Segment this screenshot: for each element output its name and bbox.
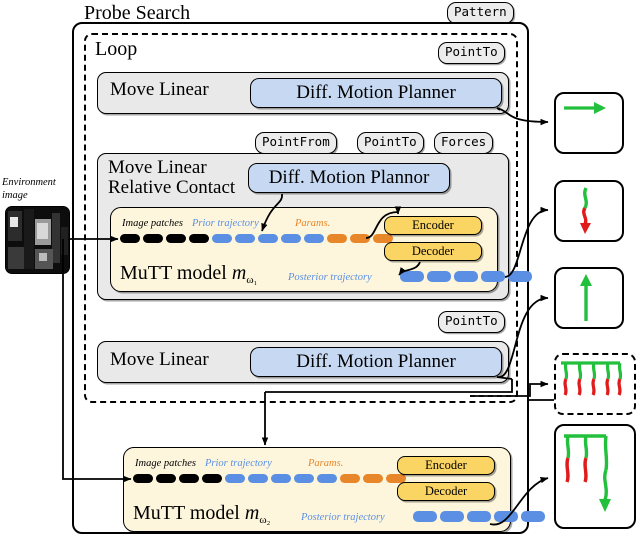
- mutt2-image-patches-label: Image patches: [135, 458, 196, 469]
- mutt2-params-label: Params.: [308, 458, 344, 469]
- mutt2-prior-trajectory-label: Prior trajectory: [205, 458, 272, 469]
- planner-2[interactable]: Diff. Motion Plannor: [248, 163, 450, 193]
- mutt2-posterior-label: Posterior trajectory: [301, 512, 385, 523]
- mutt1-output-tokens: [400, 271, 532, 282]
- token-prior-traj: [212, 234, 232, 243]
- environment-caption-line2: image: [2, 190, 28, 201]
- token-posterior: [454, 271, 478, 282]
- tag-forces: Forces: [434, 132, 494, 154]
- token-prior-traj: [271, 474, 291, 483]
- token-image-patch: [120, 234, 140, 243]
- panel-right-arrow[interactable]: [554, 92, 624, 154]
- token-prior-traj: [235, 234, 255, 243]
- environment-image: [5, 206, 70, 274]
- decoder-1-label: Decoder: [411, 244, 455, 258]
- token-posterior: [440, 511, 464, 522]
- loop-label: Loop: [95, 38, 138, 60]
- mutt-1-title: MuTT model mω₁: [120, 262, 258, 286]
- tag-pointto-3: PointTo: [438, 311, 505, 333]
- token-param: [327, 234, 347, 243]
- token-posterior: [413, 511, 437, 522]
- decoder-2-label: Decoder: [424, 484, 468, 498]
- token-posterior: [521, 511, 545, 522]
- mutt1-input-tokens: [120, 234, 393, 243]
- loop-frame: [84, 33, 518, 403]
- planner-1[interactable]: Diff. Motion Planner: [250, 78, 502, 108]
- token-param: [373, 234, 393, 243]
- planner-3[interactable]: Diff. Motion Planner: [250, 347, 502, 377]
- decoder-1[interactable]: Decoder: [384, 242, 482, 261]
- token-prior-traj: [317, 474, 337, 483]
- panel-final-trajectory[interactable]: [554, 424, 636, 529]
- token-image-patch: [179, 474, 199, 483]
- planner-1-label: Diff. Motion Planner: [296, 82, 456, 104]
- encoder-1[interactable]: Encoder: [384, 216, 482, 235]
- tag-pointto-2: PointTo: [357, 132, 424, 154]
- token-prior-traj: [248, 474, 268, 483]
- token-image-patch: [166, 234, 186, 243]
- panel-up-arrow[interactable]: [554, 267, 624, 329]
- skill-3-label: Move Linear: [110, 349, 209, 370]
- token-image-patch: [202, 474, 222, 483]
- mutt-1-sub-base: m: [231, 262, 247, 284]
- encoder-1-label: Encoder: [412, 218, 454, 232]
- token-prior-traj: [258, 234, 278, 243]
- page-title: Probe Search: [84, 2, 191, 24]
- token-param: [340, 474, 360, 483]
- skill-2-label-line1: Move Linear: [108, 157, 207, 178]
- token-param: [386, 474, 406, 483]
- token-prior-traj: [304, 234, 324, 243]
- token-prior-traj: [225, 474, 245, 483]
- mutt-2-sub-base: m: [244, 502, 260, 524]
- planner-2-label: Diff. Motion Plannor: [268, 167, 430, 189]
- token-param: [363, 474, 383, 483]
- panel-multi-probe[interactable]: [554, 353, 636, 415]
- encoder-2[interactable]: Encoder: [397, 456, 495, 475]
- mutt2-input-tokens: [133, 474, 406, 483]
- skill-2-label-line2: Relative Contact: [108, 177, 236, 198]
- mutt1-posterior-label: Posterior trajectory: [288, 272, 372, 283]
- mutt2-output-tokens: [413, 511, 545, 522]
- token-posterior: [427, 271, 451, 282]
- mutt-2-subscript: ω₂: [259, 514, 271, 526]
- environment-caption-line1: Environment: [2, 177, 56, 188]
- token-posterior: [400, 271, 424, 282]
- token-prior-traj: [281, 234, 301, 243]
- mutt1-image-patches-label: Image patches: [122, 218, 183, 229]
- token-param: [350, 234, 370, 243]
- encoder-2-label: Encoder: [425, 458, 467, 472]
- token-prior-traj: [294, 474, 314, 483]
- decoder-2[interactable]: Decoder: [397, 482, 495, 501]
- mutt1-prior-trajectory-label: Prior trajectory: [192, 218, 259, 229]
- tag-pointfrom-1: PointFrom: [255, 132, 337, 154]
- mutt-1-subscript: ω₁: [246, 274, 258, 286]
- token-posterior: [467, 511, 491, 522]
- token-posterior: [508, 271, 532, 282]
- skill-1-label: Move Linear: [110, 79, 209, 100]
- panel-down-wiggle[interactable]: [554, 180, 624, 242]
- mutt-2-title: MuTT model mω₂: [133, 502, 271, 526]
- token-posterior: [494, 511, 518, 522]
- token-image-patch: [133, 474, 153, 483]
- token-image-patch: [189, 234, 209, 243]
- token-posterior: [481, 271, 505, 282]
- tag-loop-pointto: PointTo: [438, 42, 505, 64]
- planner-3-label: Diff. Motion Planner: [296, 351, 456, 373]
- mutt1-params-label: Params.: [295, 218, 331, 229]
- token-image-patch: [143, 234, 163, 243]
- token-image-patch: [156, 474, 176, 483]
